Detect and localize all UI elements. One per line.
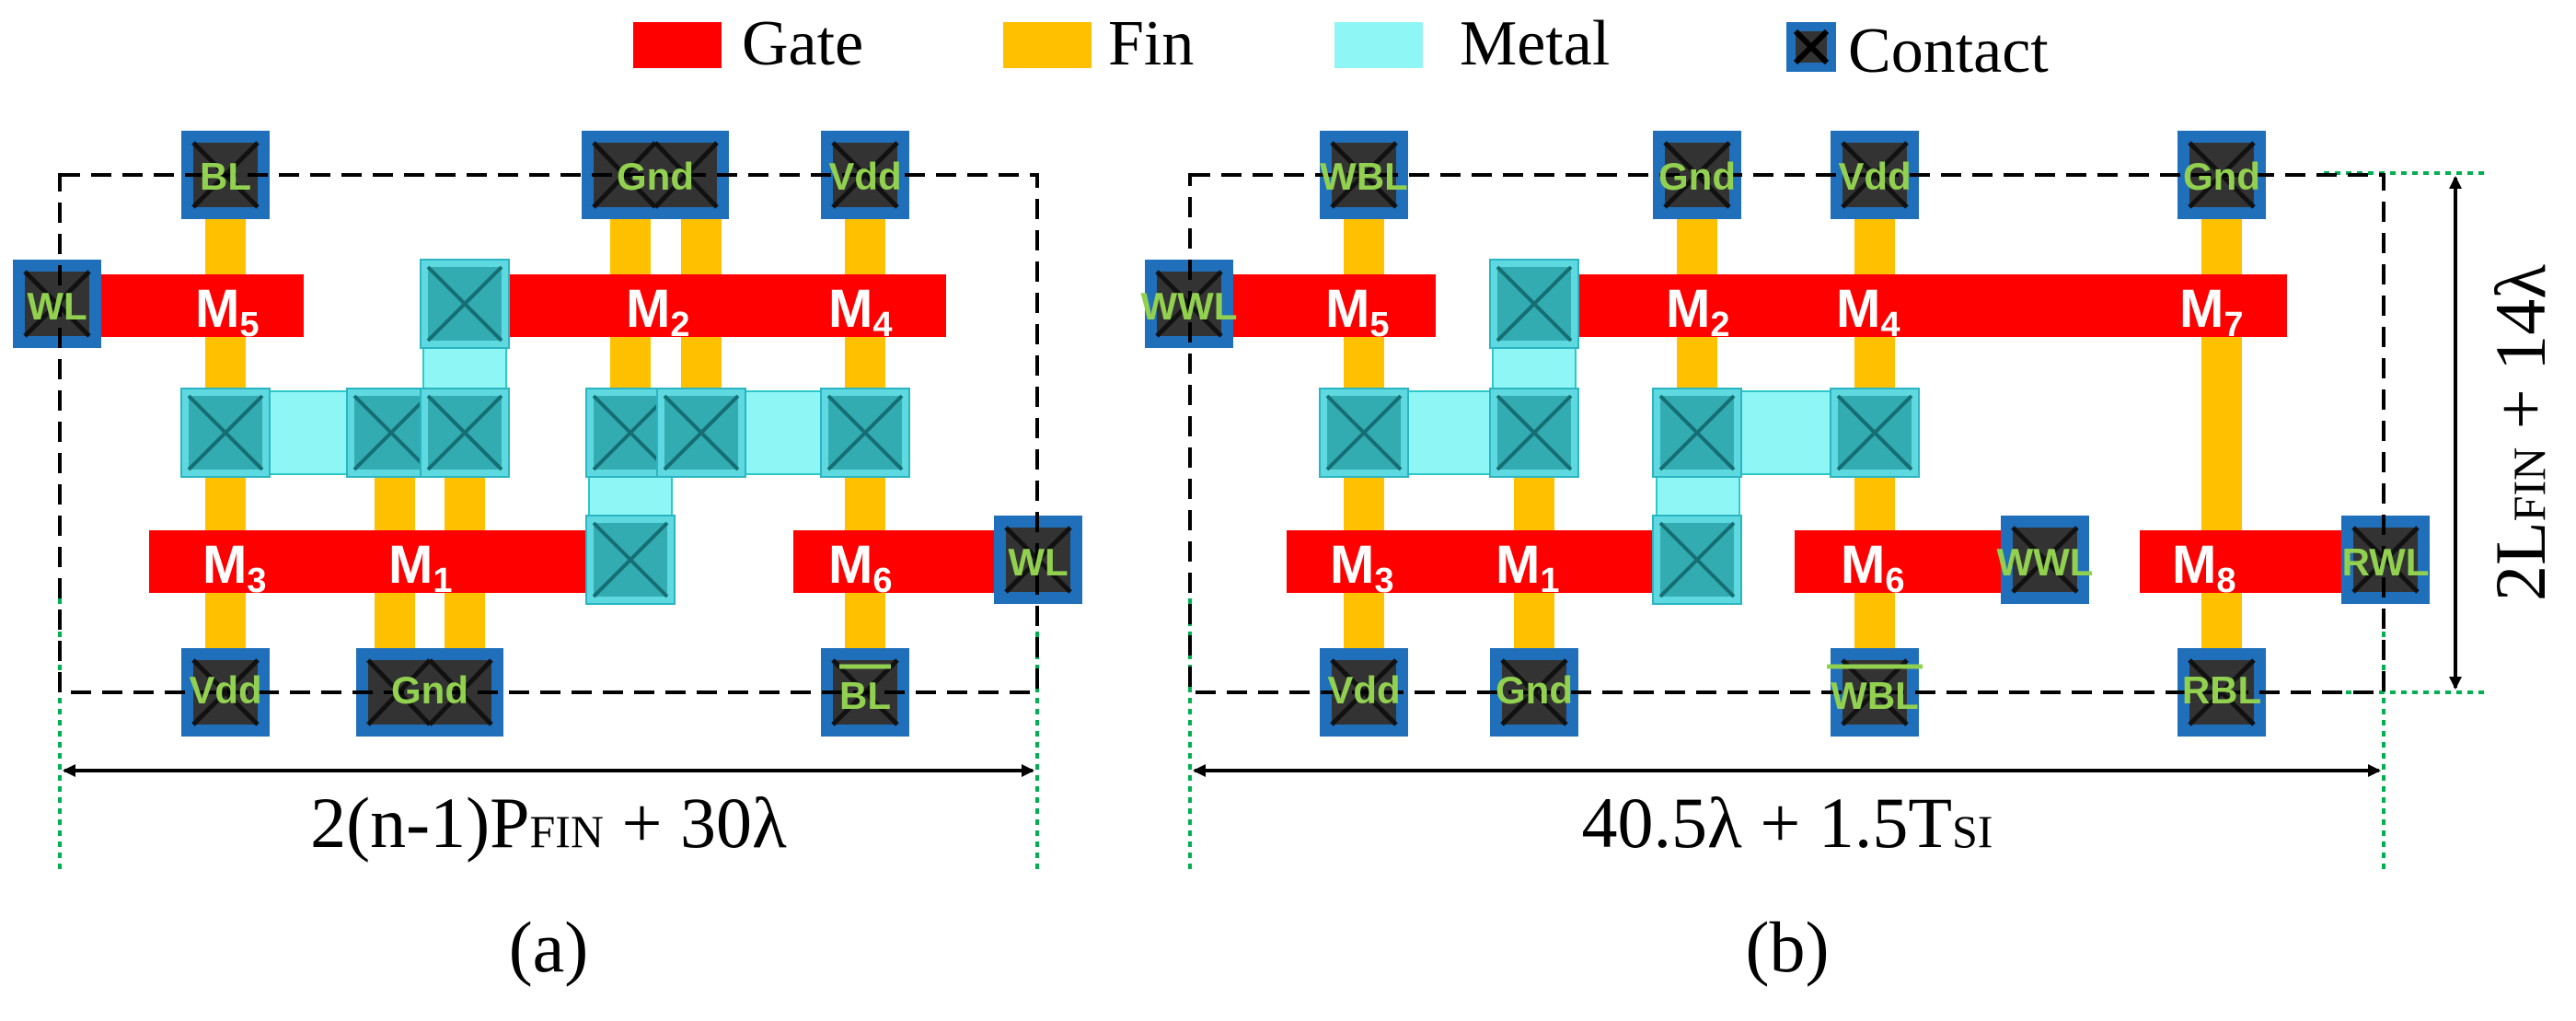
legend-fin-swatch [1003, 22, 1092, 68]
contact-label-gnd-top: Gnd [617, 155, 694, 198]
legend-metal-swatch [1334, 22, 1423, 68]
panel-b: 40.5λ + 1.5TSI 2LFIN + 14λ (b) M5 M2 M4 … [1141, 131, 2560, 987]
transistor-label-m5: M5 [1325, 279, 1389, 344]
transistor-label-m8: M8 [2172, 535, 2235, 600]
cell-boundary-a [58, 173, 1039, 694]
legend-gate-label: Gate [742, 8, 863, 79]
legend-contact-swatch [1786, 22, 1836, 72]
contact-label-vdd-top: Vdd [1838, 155, 1911, 198]
transistor-labels: M5 M2 M4 M3 M1 M6 [195, 279, 892, 600]
width-formula-b: 40.5λ + 1.5TSI [1582, 783, 1993, 863]
gate-m2-m4-m7 [1574, 274, 2287, 337]
via-contact [1652, 388, 1742, 478]
via-contact [180, 388, 271, 478]
terminal-contacts [13, 131, 1082, 737]
legend: Gate Fin Metal Contact [633, 8, 2049, 87]
caption-b: (b) [1746, 907, 1830, 987]
legend-fin-label: Fin [1108, 8, 1194, 79]
contact-label-gnd-bottom: Gnd [1496, 668, 1573, 712]
transistor-label-m6: M6 [1841, 535, 1904, 600]
via-contact [1319, 388, 1409, 478]
terminal-contact [2177, 131, 2266, 219]
via-contact [820, 388, 910, 478]
gates [1206, 274, 2370, 593]
transistor-label-m6: M6 [828, 535, 892, 600]
contact-label-vdd-top: Vdd [828, 155, 901, 198]
transistor-label-m5: M5 [195, 279, 259, 344]
via-contact [420, 259, 510, 349]
transistor-label-m1: M1 [1496, 535, 1559, 600]
contact-labels: WBL Gnd Vdd Gnd WWL WWL RWL Vdd Gnd WBL … [1141, 155, 2430, 717]
contact-label-wblb: WBL [1831, 674, 1919, 717]
transistor-label-m4: M4 [1836, 279, 1900, 344]
caption-a: (a) [509, 907, 589, 987]
contact-label-wl-right: WL [1008, 540, 1068, 584]
contact-label-wl-left: WL [27, 284, 87, 328]
via-contact [1489, 388, 1579, 478]
transistor-label-m3: M3 [202, 535, 266, 600]
contact-label-gnd-top-2: Gnd [2183, 155, 2260, 198]
terminal-contact [821, 131, 909, 219]
transistor-label-m2: M2 [626, 279, 689, 344]
gate-m8 [2140, 530, 2370, 593]
transistor-label-m7: M7 [2179, 279, 2243, 344]
contact-label-bl: BL [200, 155, 251, 198]
contact-label-vdd-bottom: Vdd [1327, 668, 1400, 712]
contact-labels: BL Gnd Vdd WL WL Vdd Gnd BL [27, 155, 1068, 717]
fin [2201, 166, 2242, 727]
gate-m5 [1206, 274, 1436, 337]
terminal-contacts [1145, 131, 2430, 737]
panel-a: 2(n-1)PFIN + 30λ (a) M5 M2 M4 M3 M1 M6 B… [13, 131, 1082, 987]
legend-contact-label: Contact [1848, 16, 2049, 87]
contact-label-wwl-left: WWL [1141, 284, 1238, 328]
gate-m6 [793, 530, 996, 593]
contact-label-wwl-mid: WWL [1997, 540, 2094, 584]
via-contact [1489, 259, 1579, 349]
contact-label-gnd-top-1: Gnd [1658, 155, 1736, 198]
internal-contacts [1319, 259, 1920, 605]
gate-m3-m1 [1287, 530, 1664, 593]
legend-gate-swatch [633, 22, 722, 68]
via-contact [656, 388, 746, 478]
via-contact [1652, 515, 1742, 605]
via-contact [1830, 388, 1920, 478]
gate-m6 [1795, 530, 2006, 593]
height-formula-b: 2LFIN + 14λ [2480, 264, 2560, 601]
contact-label-gnd-bottom: Gnd [391, 668, 468, 712]
contact-label-vdd-bottom: Vdd [189, 668, 261, 712]
transistor-label-m4: M4 [828, 279, 892, 344]
transistor-label-m3: M3 [1330, 535, 1393, 600]
width-formula-a: 2(n-1)PFIN + 30λ [310, 783, 787, 863]
internal-contacts [180, 259, 910, 605]
via-contact [585, 515, 676, 605]
cell-boundary-b [1188, 173, 2385, 694]
legend-metal-label: Metal [1460, 8, 1610, 79]
transistor-labels: M5 M2 M4 M7 M3 M1 M6 M8 [1325, 279, 2243, 600]
gates [74, 274, 996, 593]
gate-m5 [74, 274, 304, 337]
via-contact [420, 388, 510, 478]
terminal-contact [2001, 516, 2089, 604]
contact-label-rbl: RBL [2182, 668, 2261, 712]
transistor-label-m2: M2 [1666, 279, 1729, 344]
terminal-contact [13, 260, 101, 348]
transistor-label-m1: M1 [388, 535, 452, 600]
gate-m2-m4 [504, 274, 946, 337]
contact-label-rwl: RWL [2342, 540, 2430, 584]
gate-m3-m1 [149, 530, 617, 593]
contact-label-blb: BL [839, 674, 891, 717]
contact-label-wbl: WBL [1320, 155, 1408, 198]
